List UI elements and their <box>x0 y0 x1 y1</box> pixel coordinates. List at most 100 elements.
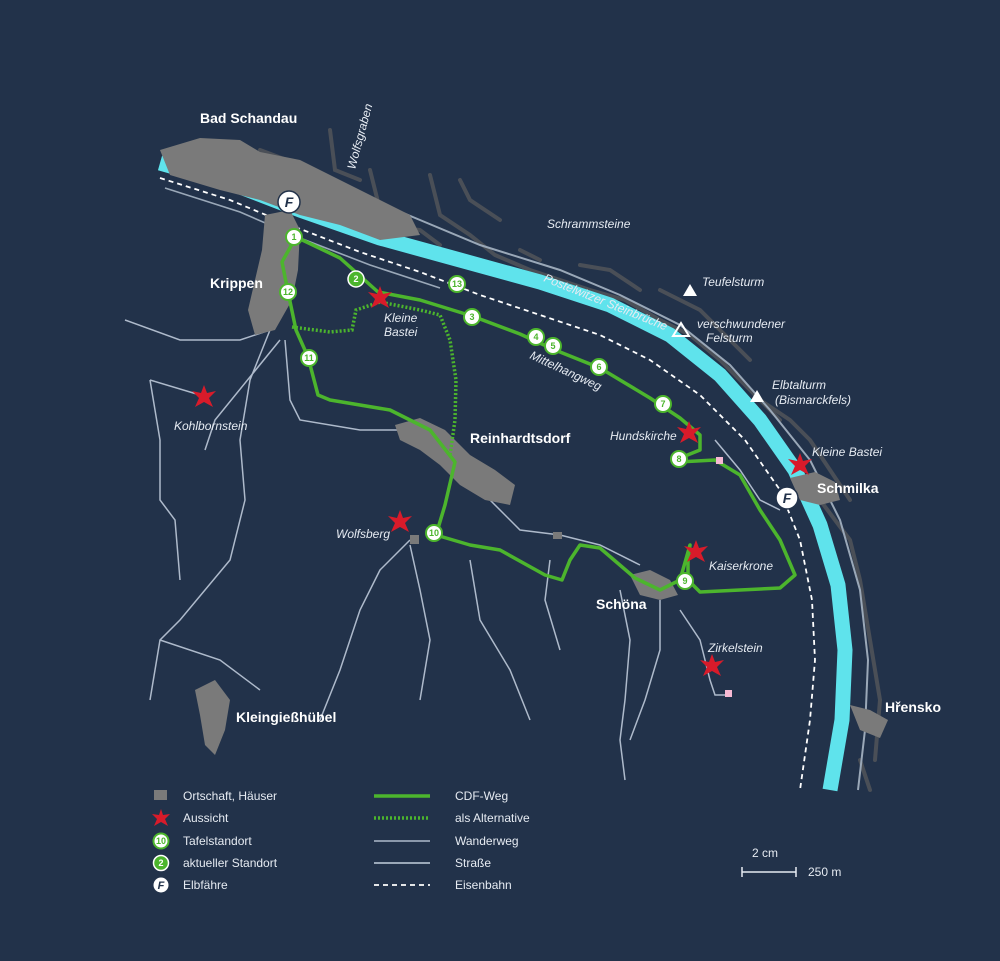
label-reinhardtsdorf: Reinhardtsdorf <box>470 430 571 446</box>
stop-6: 6 <box>590 358 608 376</box>
viewpoint-hundskirche <box>677 421 701 443</box>
svg-text:F: F <box>285 194 294 210</box>
stop-4: 4 <box>527 328 545 346</box>
viewpoint-kaiserkrone <box>684 540 708 562</box>
stop-5: 5 <box>544 337 562 355</box>
label-kaiserkrone: Kaiserkrone <box>709 559 773 573</box>
viewpoints <box>192 286 812 676</box>
legend-stop-label: Tafelstandort <box>183 834 252 848</box>
legend-stop-number: 10 <box>156 836 166 846</box>
svg-text:F: F <box>783 490 792 506</box>
label-wolfsberg: Wolfsberg <box>336 527 390 541</box>
label-felsturm-2: Felsturm <box>706 331 753 345</box>
stop-7: 7 <box>654 395 672 413</box>
settlement-bad-schandau <box>160 138 420 240</box>
stop-8: 8 <box>670 450 688 468</box>
svg-text:10: 10 <box>429 528 439 538</box>
label-felsturm-1: verschwundener <box>697 317 786 331</box>
svg-text:1: 1 <box>291 232 296 242</box>
svg-text:6: 6 <box>596 362 601 372</box>
svg-text:5: 5 <box>550 341 555 351</box>
svg-text:7: 7 <box>660 399 665 409</box>
legend-road-label: Straße <box>455 856 491 870</box>
scale-bar: 2 cm 250 m <box>741 846 841 879</box>
label-kleine-bastei-1: Kleine <box>384 311 418 325</box>
legend-alt-label: als Alternative <box>455 811 530 825</box>
legend-trail-label: Wanderweg <box>455 834 519 848</box>
svg-text:8: 8 <box>676 454 681 464</box>
route-stops: 1 2 3 4 5 6 7 8 9 10 11 12 13 <box>279 228 694 590</box>
marker-zirkelstein <box>725 690 732 697</box>
alternative-route <box>291 300 458 456</box>
settlements <box>160 138 888 755</box>
stop-1: 1 <box>285 228 303 246</box>
legend-current-symbol <box>152 854 170 872</box>
svg-text:2: 2 <box>353 274 358 284</box>
svg-text:12: 12 <box>283 287 293 297</box>
viewpoint-kleine-bastei-east <box>788 453 812 475</box>
settlement-hrensko <box>850 705 888 738</box>
legend-current-label: aktueller Standort <box>183 856 278 870</box>
svg-text:4: 4 <box>533 332 538 342</box>
label-kleingiesshuebel: Kleingießhübel <box>236 709 336 725</box>
road-east-bank <box>239 144 870 791</box>
label-schoena: Schöna <box>596 596 647 612</box>
legend-stop-symbol <box>152 832 170 850</box>
label-schmilka: Schmilka <box>817 480 879 496</box>
viewpoint-zirkelstein <box>700 654 724 676</box>
legend-rail-label: Eisenbahn <box>455 878 512 892</box>
label-schrammsteine: Schrammsteine <box>547 217 631 231</box>
stop-13: 13 <box>448 275 466 293</box>
label-elbtalturm-2: (Bismarckfels) <box>775 393 851 407</box>
stop-11: 11 <box>300 349 318 367</box>
viewpoint-kleine-bastei-west <box>368 286 392 308</box>
elbtalturm-triangle <box>750 390 764 402</box>
label-hrensko: Hřensko <box>885 699 941 715</box>
viewpoint-kohlbornstein <box>192 385 216 407</box>
svg-text:13: 13 <box>452 279 462 289</box>
settlement-wolfsberg-house <box>410 535 419 544</box>
felsturm-triangle <box>671 321 691 337</box>
svg-text:11: 11 <box>304 353 314 363</box>
settlement-kleingiesshuebel <box>195 680 230 755</box>
label-zirkelstein: Zirkelstein <box>707 641 763 655</box>
label-bad-schandau: Bad Schandau <box>200 110 297 126</box>
teufelsturm-triangle <box>683 284 697 296</box>
legend-cdf-label: CDF-Weg <box>455 789 508 803</box>
legend-viewpoint-label: Aussicht <box>183 811 229 825</box>
legend-settlement-label: Ortschaft, Häuser <box>183 789 277 803</box>
legend-ferry-letter: F <box>158 880 165 892</box>
label-kohlbornstein: Kohlbornstein <box>174 419 248 433</box>
svg-text:3: 3 <box>469 312 474 322</box>
svg-text:9: 9 <box>682 576 687 586</box>
label-kleine-bastei-2: Bastei <box>384 325 418 339</box>
label-teufelsturm: Teufelsturm <box>702 275 764 289</box>
legend-ferry-label: Elbfähre <box>183 878 228 892</box>
label-kleine-bastei-east: Kleine Bastei <box>812 445 882 459</box>
trail-network <box>124 319 781 781</box>
settlement-house <box>553 532 562 539</box>
scale-real-length: 250 m <box>808 865 841 879</box>
stop-2-current: 2 <box>347 270 365 288</box>
legend-current-number: 2 <box>158 858 163 868</box>
viewpoint-wolfsberg <box>388 510 412 532</box>
stop-10: 10 <box>425 524 443 542</box>
scale-map-length: 2 cm <box>752 846 778 860</box>
stop-9: 9 <box>676 572 694 590</box>
settlement-schmilka <box>790 472 840 505</box>
stop-3: 3 <box>463 308 481 326</box>
stop-12: 12 <box>279 283 297 301</box>
settlement-schoena <box>630 570 678 600</box>
ferry-schmilka: F <box>775 486 799 510</box>
marker-hundskirche <box>716 457 723 464</box>
label-wolfsgraben: Wolfsgraben <box>344 102 375 171</box>
railway-line <box>159 177 816 791</box>
legend-viewpoint-star <box>152 809 170 826</box>
label-elbtalturm-1: Elbtalturm <box>772 378 826 392</box>
label-postelwitzer: Postelwitzer Steinbrüche <box>542 271 670 334</box>
legend: Ortschaft, Häuser Aussicht 10 Tafelstand… <box>152 789 530 893</box>
legend-settlement-swatch <box>154 790 167 800</box>
legend-ferry-symbol <box>153 877 169 893</box>
label-krippen: Krippen <box>210 275 263 291</box>
